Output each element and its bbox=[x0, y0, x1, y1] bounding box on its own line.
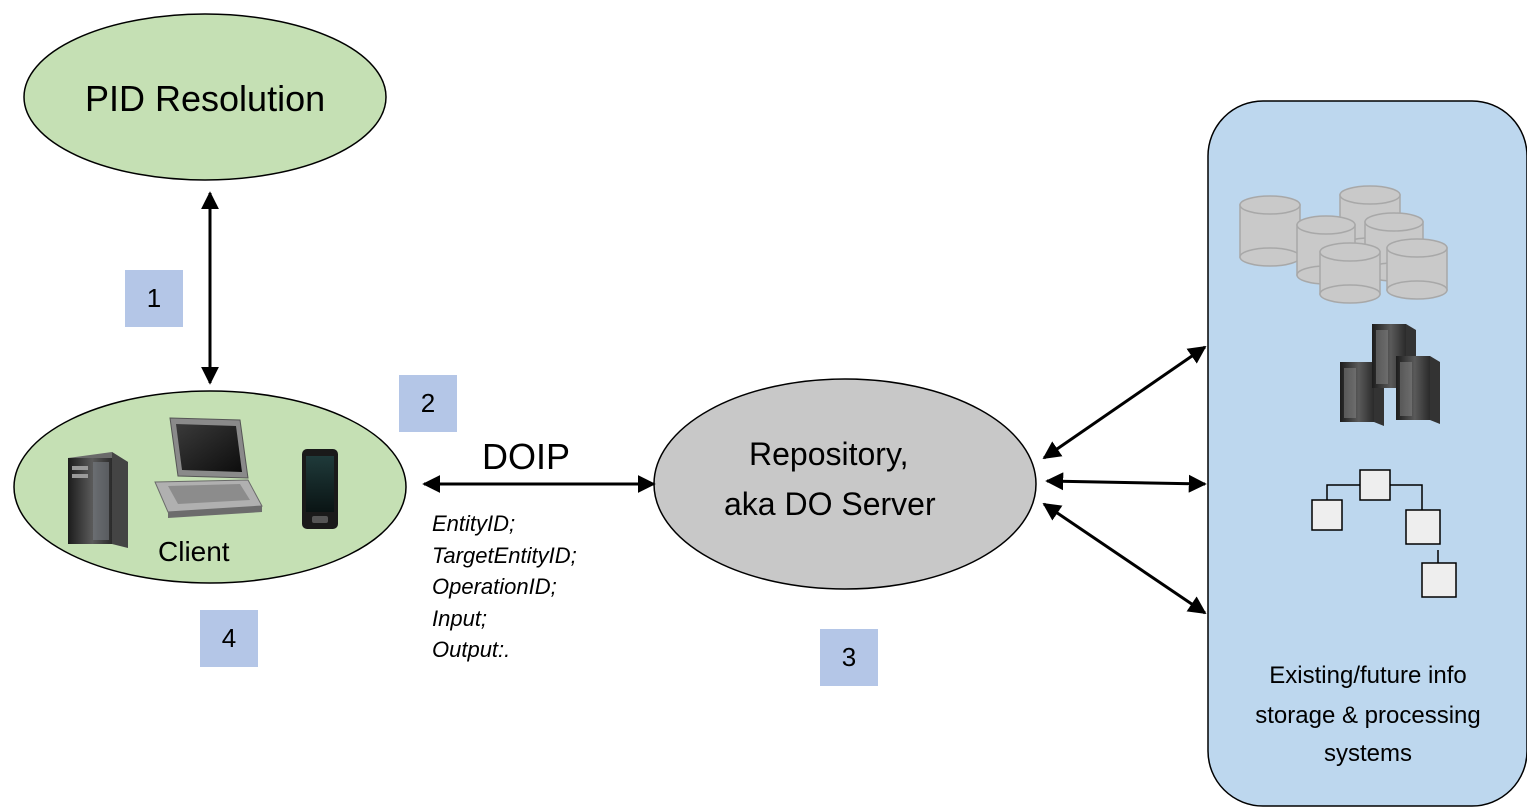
repository-node bbox=[653, 378, 1037, 590]
step-badge-1: 1 bbox=[125, 270, 183, 327]
arrow-repo-servers bbox=[1045, 472, 1207, 493]
protocol-label: DOIP bbox=[482, 436, 571, 477]
laptop-icon bbox=[154, 417, 263, 518]
step-badge-3: 3 bbox=[820, 629, 878, 686]
server-rack-icon bbox=[1340, 324, 1440, 426]
step-badge-2: 2 bbox=[399, 375, 457, 432]
parameter-item: Input; bbox=[432, 605, 488, 631]
systems-label-line2: storage & processing bbox=[1255, 702, 1481, 729]
server-tower-icon bbox=[68, 452, 128, 548]
pid-resolution-label: PID Resolution bbox=[85, 78, 326, 119]
parameter-item: EntityID; bbox=[432, 511, 516, 536]
arrow-repo-tree bbox=[1042, 502, 1207, 615]
pid-resolution-node bbox=[23, 13, 387, 181]
parameter-item: TargetEntityID; bbox=[432, 542, 577, 568]
step-badge-4: 4 bbox=[200, 610, 258, 667]
repository-label-line2: aka DO Server bbox=[724, 486, 936, 522]
doip-parameter-list: EntityID; TargetEntityID; OperationID; I… bbox=[432, 508, 577, 666]
database-cluster-icon bbox=[1239, 185, 1448, 304]
parameter-item: Output:. bbox=[432, 637, 511, 662]
tree-hierarchy-icon bbox=[1311, 469, 1457, 598]
repository-label-line1: Repository, bbox=[749, 436, 909, 472]
systems-label-line1: Existing/future info bbox=[1269, 662, 1467, 689]
smartphone-icon bbox=[302, 449, 338, 529]
parameter-item: OperationID; bbox=[432, 574, 557, 599]
arrow-repo-database bbox=[1042, 345, 1207, 460]
client-label: Client bbox=[158, 536, 230, 567]
systems-label-line3: systems bbox=[1323, 740, 1412, 767]
